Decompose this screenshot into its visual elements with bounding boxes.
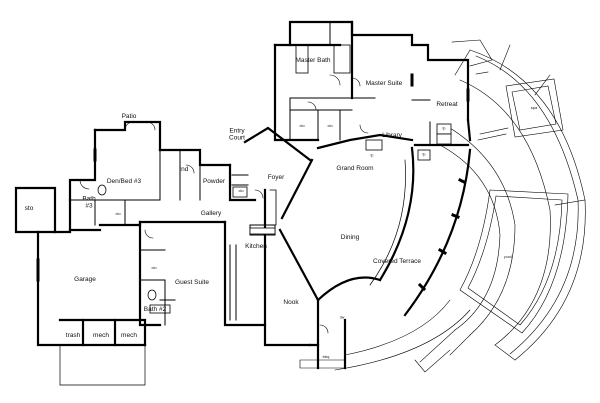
dishwasher-label: dw — [339, 315, 345, 320]
fireplace-label: fp — [422, 152, 426, 157]
exterior-walls — [14, 20, 472, 386]
fireplace-label: fp — [370, 153, 374, 158]
room-entry-court-line1: Entry Court — [229, 127, 245, 141]
door-swings — [79, 74, 369, 334]
closet-label: clo — [151, 265, 157, 270]
fireplace-label: fp — [442, 126, 446, 131]
room-master-bath: Master Bath — [295, 56, 331, 64]
room-foyer: Foyer — [267, 173, 285, 181]
room-guest-suite: Guest Suite — [175, 278, 209, 286]
room-grand-room: Grand Room — [336, 164, 374, 172]
room-mech-1: mech — [93, 331, 109, 339]
room-retreat: Retreat — [436, 100, 458, 108]
room-master-suite: Master Suite — [365, 79, 403, 87]
room-den-bed3: Den/Bed #3 — [106, 177, 142, 185]
fixtures — [97, 44, 452, 314]
room-patio: Patio — [121, 112, 137, 120]
room-nook: Nook — [283, 298, 299, 306]
pool-area — [299, 39, 586, 373]
room-spa: spa — [530, 105, 538, 110]
room-bath2: Bath #2 — [143, 305, 167, 313]
closet-label: clo — [327, 123, 333, 128]
room-garage: Garage — [74, 275, 96, 283]
closet-label: clo — [299, 123, 305, 128]
room-kitchen: Kitchen — [245, 242, 267, 250]
room-gallery: Gallery — [200, 209, 222, 217]
room-bbq: bbq — [322, 354, 330, 359]
room-storage: sto — [24, 204, 34, 212]
room-powder: Powder — [202, 177, 226, 185]
room-trash: trash — [65, 331, 81, 339]
room-covered-terrace: Covered Terrace — [373, 257, 421, 265]
room-pool: pool — [504, 254, 512, 259]
closet-label: clo — [115, 211, 121, 216]
room-dining: Dining — [340, 233, 360, 241]
closet-label: clo — [238, 188, 244, 193]
interior-walls — [69, 21, 431, 326]
room-mech-2: mech — [121, 331, 137, 339]
room-library: Library — [382, 131, 402, 139]
windows — [36, 73, 470, 292]
room-laundry: lnd — [179, 165, 189, 173]
room-bath3: Bath #3 — [82, 195, 96, 209]
